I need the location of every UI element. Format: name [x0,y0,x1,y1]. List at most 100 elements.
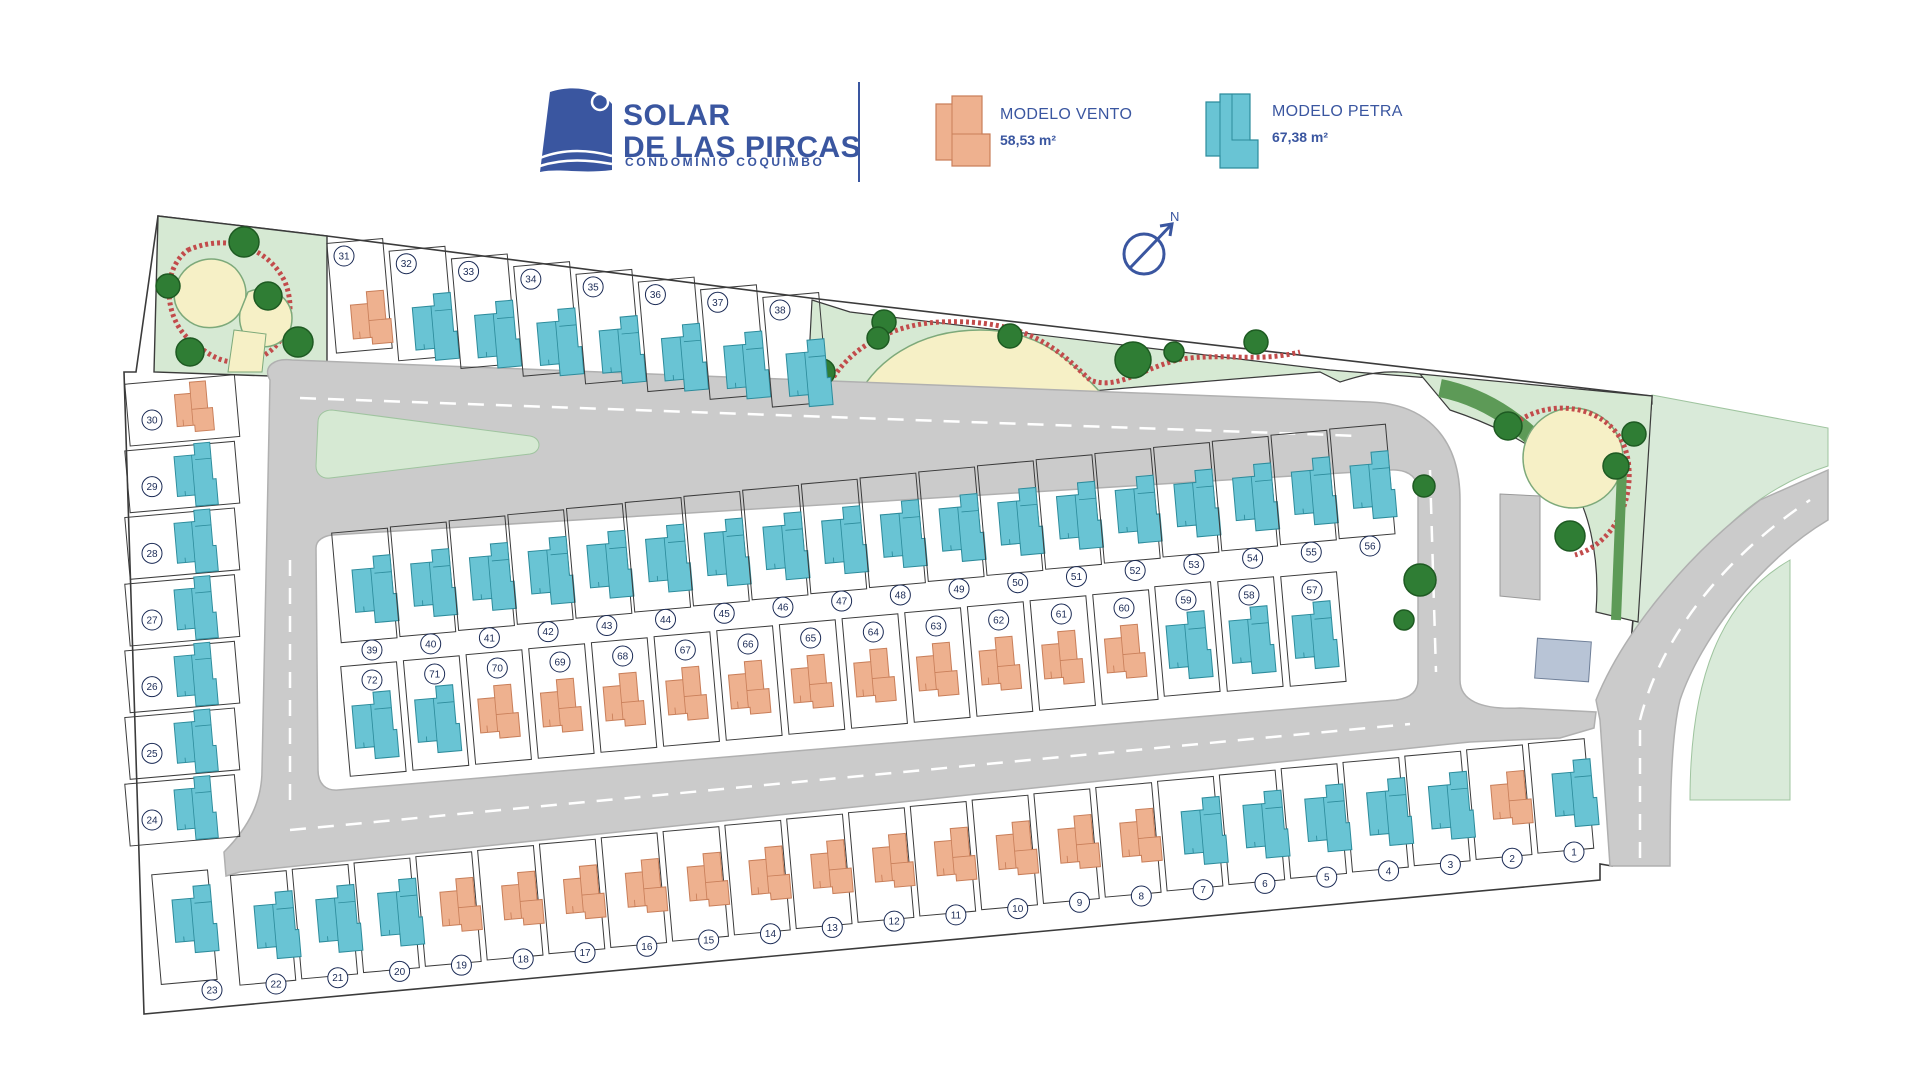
lot-34[interactable]: 34 [513,261,585,378]
lot-4[interactable]: 4 [1342,756,1415,882]
lot-number-badge [389,960,411,982]
lot-number: 36 [650,290,662,301]
lot-39[interactable]: 39 [331,527,400,661]
lot-13[interactable]: 13 [786,813,854,938]
lot-boundary [124,707,241,780]
lot-number-badge [772,596,794,618]
lot-49[interactable]: 49 [918,466,987,600]
lot-number: 51 [1071,572,1083,583]
lot-number: 4 [1386,866,1392,877]
lot-60[interactable]: 60 [1092,589,1159,705]
lot-33[interactable]: 33 [450,253,523,371]
lot-number: 59 [1180,596,1192,607]
lot-62[interactable]: 62 [966,601,1034,717]
lot-37[interactable]: 37 [700,284,772,401]
lot-45[interactable]: 45 [683,490,752,624]
lot-boundary [528,643,595,759]
lot-boundary [966,601,1034,717]
lot-21[interactable]: 21 [291,863,364,989]
lot-1[interactable]: 1 [1527,738,1600,863]
lot-48[interactable]: 48 [859,472,928,606]
lot-41[interactable]: 41 [448,515,518,649]
lot-44[interactable]: 44 [624,497,694,630]
lot-30[interactable]: 30 [124,374,241,447]
lot-7[interactable]: 7 [1156,775,1229,901]
lot-46[interactable]: 46 [742,484,811,618]
lot-61[interactable]: 61 [1029,595,1096,711]
lot-35[interactable]: 35 [575,268,647,386]
lot-14[interactable]: 14 [724,819,792,945]
lot-66[interactable]: 66 [716,625,783,741]
lot-52[interactable]: 52 [1094,448,1163,581]
lot-31[interactable]: 31 [326,238,394,354]
lot-number: 49 [953,584,965,595]
lot-17[interactable]: 17 [538,838,607,964]
lot-69[interactable]: 69 [528,643,595,759]
lot-number: 53 [1188,560,1200,571]
lot-number-badge [424,663,446,685]
lot-28[interactable]: 28 [124,507,241,580]
lot-19[interactable]: 19 [415,851,483,976]
lot-15[interactable]: 15 [662,826,731,951]
lot-3[interactable]: 3 [1404,750,1476,876]
lot-54[interactable]: 54 [1211,435,1281,569]
lot-8[interactable]: 8 [1095,782,1163,907]
lot-53[interactable]: 53 [1152,442,1222,575]
lot-22[interactable]: 22 [229,870,302,995]
lot-number-badge [1050,603,1072,625]
lot-36[interactable]: 36 [637,276,710,394]
lot-29[interactable]: 29 [124,440,241,514]
lot-38[interactable]: 38 [762,292,834,409]
lot-42[interactable]: 42 [507,509,576,643]
lot-number-badge [800,627,822,649]
lot-11[interactable]: 11 [909,800,978,926]
lot-68[interactable]: 68 [590,637,658,753]
lot-number: 72 [366,676,378,687]
lot-57[interactable]: 57 [1280,571,1347,687]
lot-63[interactable]: 63 [904,607,971,723]
lot-number: 14 [765,929,777,940]
lot-12[interactable]: 12 [847,807,916,932]
lot-70[interactable]: 70 [465,649,532,765]
lot-58[interactable]: 58 [1217,576,1284,692]
lot-67[interactable]: 67 [653,631,720,747]
lot-55[interactable]: 55 [1270,429,1339,563]
legend-petra-swatch [1205,93,1259,169]
lot-24[interactable]: 24 [124,774,241,847]
lot-20[interactable]: 20 [353,857,426,982]
lot-25[interactable]: 25 [124,707,241,780]
lot-number: 48 [895,590,907,601]
lot-6[interactable]: 6 [1218,769,1291,894]
lot-32[interactable]: 32 [388,245,460,363]
lot-16[interactable]: 16 [600,832,669,957]
lot-5[interactable]: 5 [1280,763,1353,888]
lot-26[interactable]: 26 [124,640,241,714]
lot-number-badge [612,645,634,667]
lot-boundary [402,655,470,771]
lot-2[interactable]: 2 [1466,744,1534,869]
lot-51[interactable]: 51 [1035,454,1105,588]
lot-56[interactable]: 56 [1329,423,1398,557]
lot-40[interactable]: 40 [389,521,459,655]
lot-71[interactable]: 71 [402,655,470,771]
lot-64[interactable]: 64 [841,613,908,729]
lot-number: 57 [1306,586,1318,597]
lot-23[interactable]: 23 [151,869,223,1001]
lot-number-badge [707,291,729,313]
lot-65[interactable]: 65 [778,619,846,735]
lot-72[interactable]: 72 [340,661,407,777]
lot-18[interactable]: 18 [477,844,545,970]
lot-50[interactable]: 50 [976,460,1046,594]
lot-number-badge [636,935,658,957]
lot-number-badge [141,476,163,498]
lot-27[interactable]: 27 [124,574,241,647]
lot-9[interactable]: 9 [1033,788,1101,913]
lot-59[interactable]: 59 [1154,581,1221,697]
north-label: N [1170,209,1180,224]
lot-10[interactable]: 10 [971,794,1040,920]
lot-number: 38 [774,306,786,317]
lot-47[interactable]: 47 [800,478,870,612]
lot-number: 13 [827,923,839,934]
lot-43[interactable]: 43 [565,503,635,637]
lot-number-badge [141,742,163,764]
